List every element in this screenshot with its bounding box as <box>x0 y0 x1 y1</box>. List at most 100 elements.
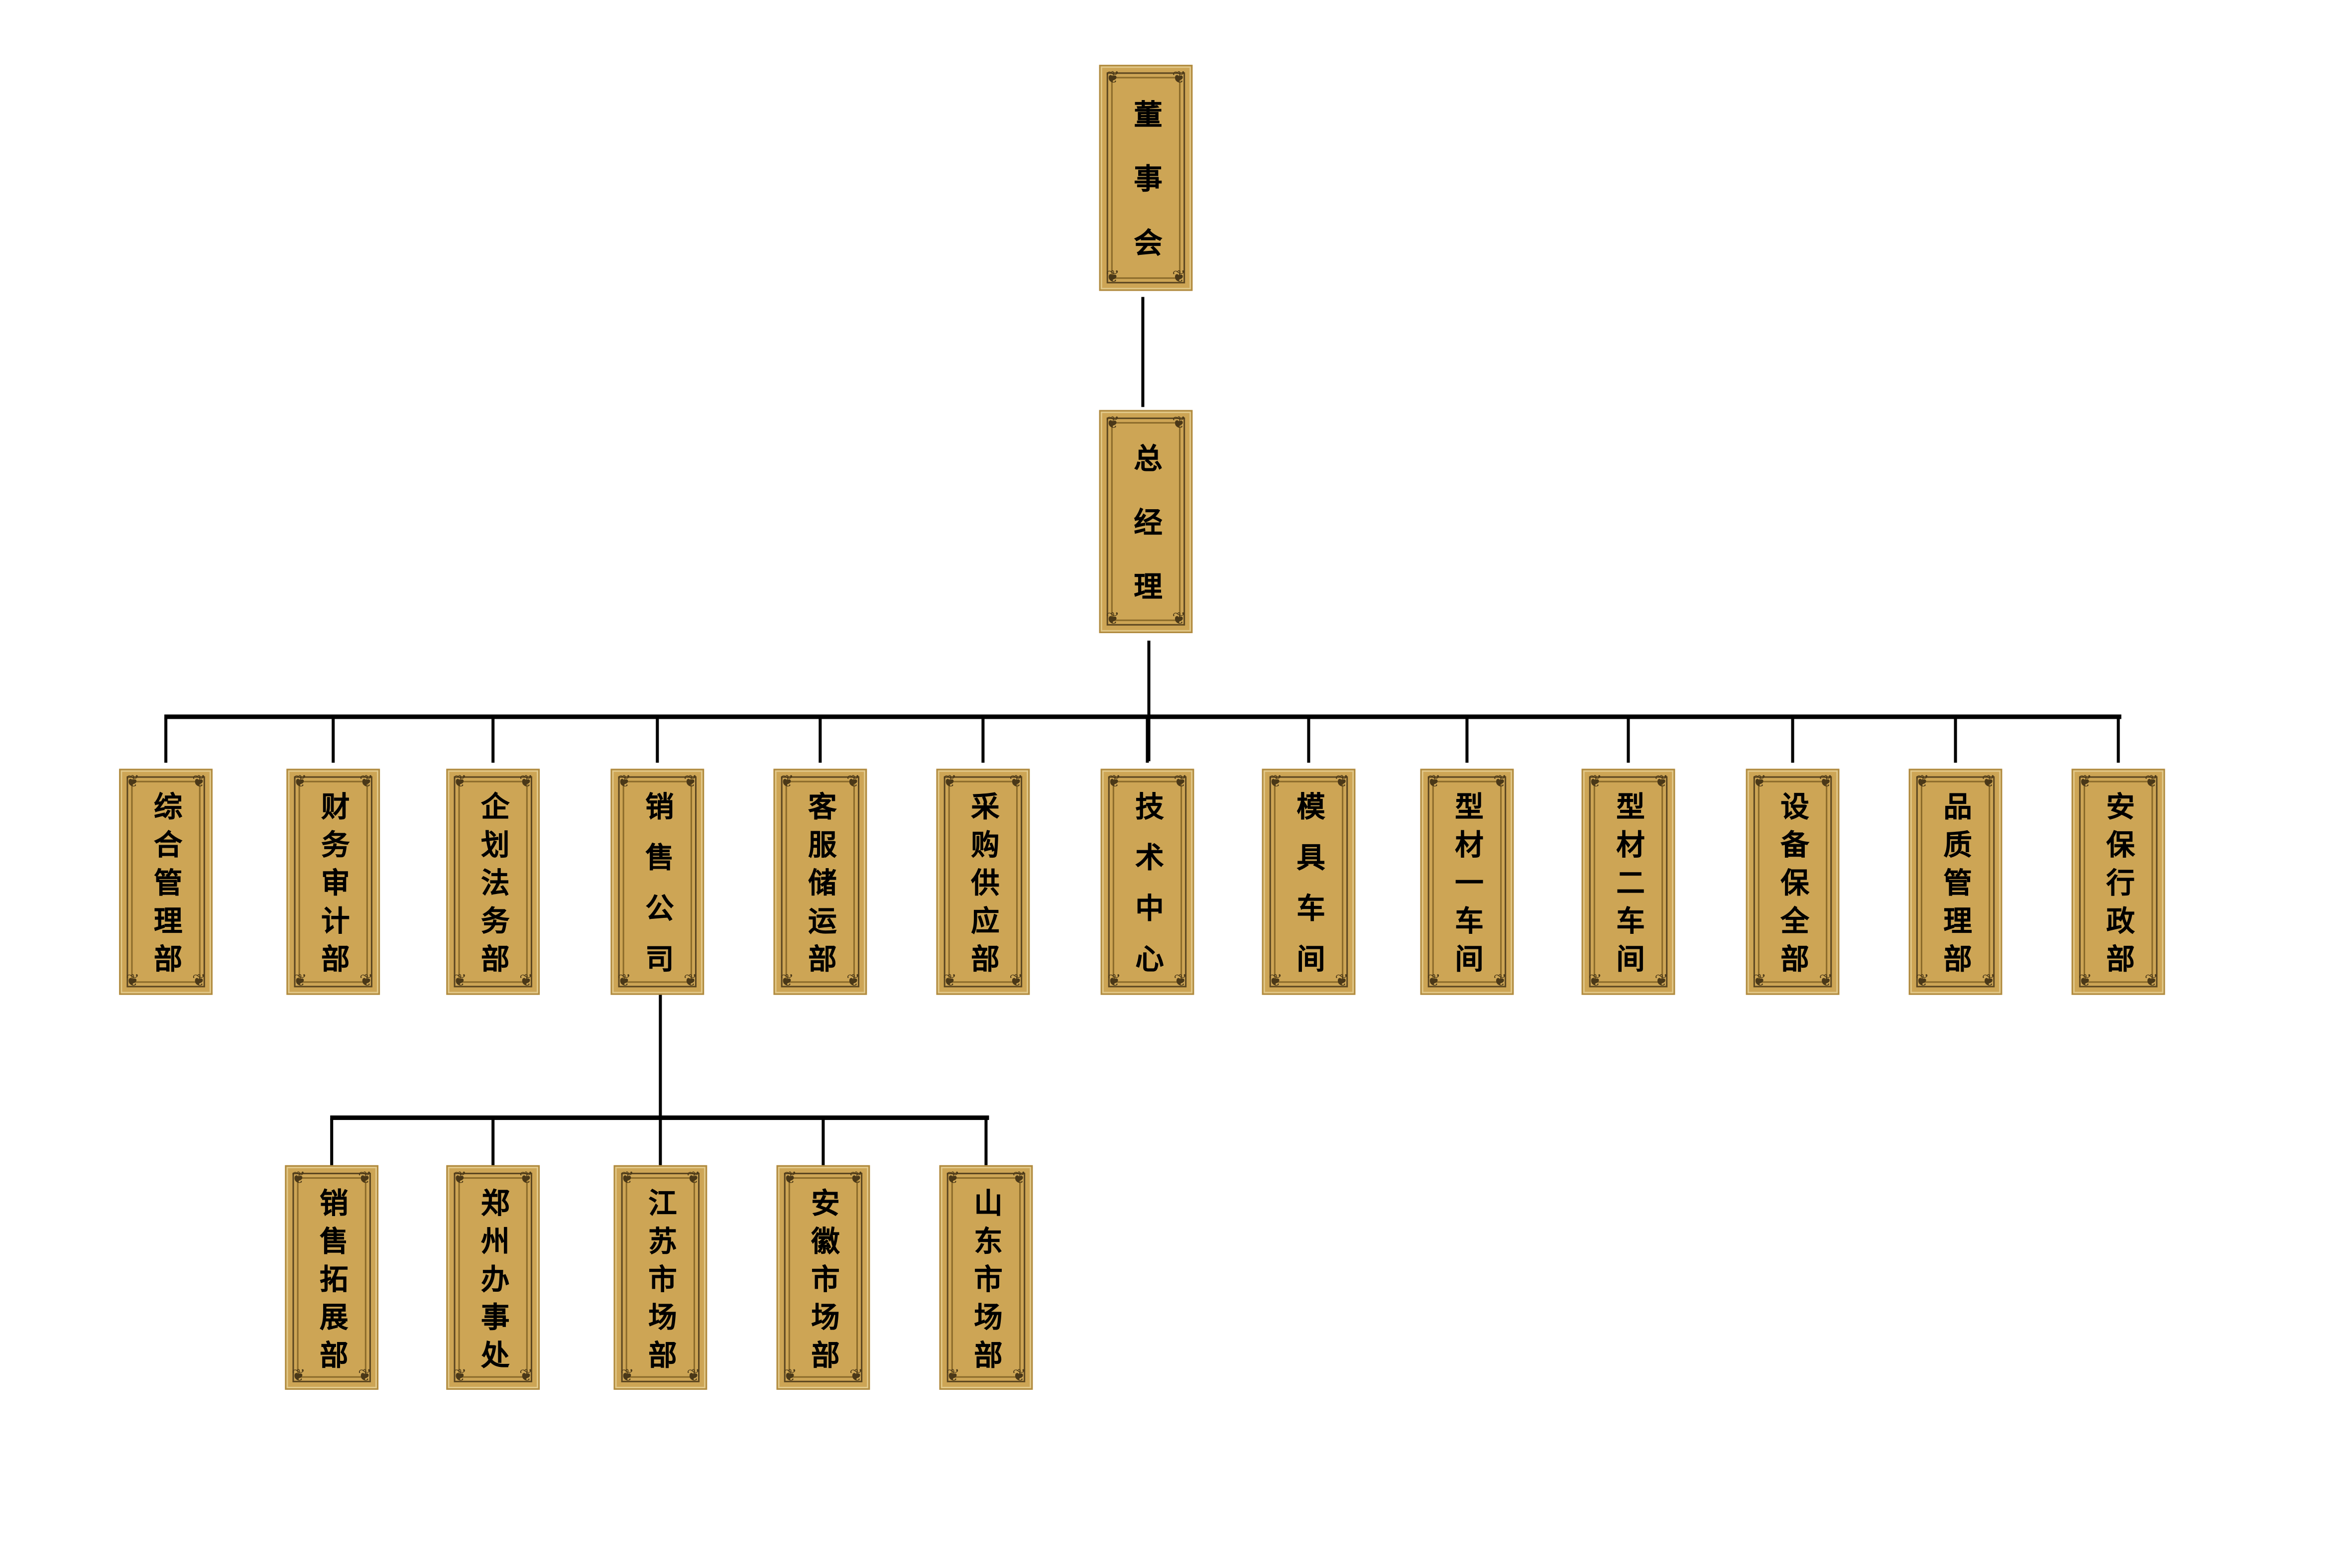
corner-ornament-icon: ❦ <box>780 972 794 991</box>
corner-ornament-icon: ❦ <box>519 1169 533 1188</box>
node-department: ❦❦❦❦采购供应部 <box>936 769 1030 995</box>
corner-ornament-icon: ❦ <box>2078 773 2092 791</box>
node-general-manager: ❦❦❦❦总经理 <box>1099 410 1193 636</box>
corner-ornament-icon: ❦ <box>783 1367 797 1385</box>
corner-ornament-icon: ❦ <box>1588 972 1602 991</box>
corner-ornament-icon: ❦ <box>942 773 957 791</box>
corner-ornament-icon: ❦ <box>1009 773 1023 791</box>
corner-ornament-icon: ❦ <box>2144 773 2159 791</box>
corner-ornament-icon: ❦ <box>1915 773 1929 791</box>
node-label: 财务审计部 <box>316 791 350 982</box>
node-label: 江苏市场部 <box>644 1187 677 1378</box>
node-label: 模具车间 <box>1292 791 1325 995</box>
corner-ornament-icon: ❦ <box>291 1169 306 1188</box>
corner-ornament-icon: ❦ <box>1172 610 1186 629</box>
node-department: ❦❦❦❦综合管理部 <box>119 769 213 995</box>
corner-ornament-icon: ❦ <box>1105 414 1120 433</box>
corner-ornament-icon: ❦ <box>1654 773 1669 791</box>
node-label-area: 销售拓展部 <box>286 1167 377 1388</box>
node-sales-unit: ❦❦❦❦山东市场部 <box>939 1165 1033 1390</box>
corner-ornament-icon: ❦ <box>293 773 307 791</box>
node-label: 设备保全部 <box>1776 791 1809 982</box>
corner-ornament-icon: ❦ <box>683 773 698 791</box>
corner-ornament-icon: ❦ <box>291 1367 306 1385</box>
corner-ornament-icon: ❦ <box>125 773 140 791</box>
corner-ornament-icon: ❦ <box>1107 972 1121 991</box>
corner-ornament-icon: ❦ <box>1268 773 1283 791</box>
node-label-area: 采购供应部 <box>938 770 1029 993</box>
corner-ornament-icon: ❦ <box>357 1169 372 1188</box>
corner-ornament-icon: ❦ <box>1172 414 1186 433</box>
connector-sales-drop <box>984 1118 988 1165</box>
corner-ornament-icon: ❦ <box>453 773 467 791</box>
node-label: 销售公司 <box>640 791 674 995</box>
connector-sales-bar <box>330 1115 989 1120</box>
connector-department-bar <box>164 714 2121 719</box>
node-label-area: 山东市场部 <box>941 1167 1032 1388</box>
node-label-area: 郑州办事处 <box>448 1167 538 1388</box>
corner-ornament-icon: ❦ <box>846 773 860 791</box>
corner-ornament-icon: ❦ <box>1012 1169 1027 1188</box>
corner-ornament-icon: ❦ <box>359 773 373 791</box>
node-label: 董事会 <box>1129 99 1163 292</box>
corner-ornament-icon: ❦ <box>617 972 631 991</box>
node-department: ❦ ❦ ❦ ❦ 销售公司 <box>610 769 705 995</box>
connector-department-drop <box>656 717 659 763</box>
corner-ornament-icon: ❦ <box>1174 773 1188 791</box>
corner-ornament-icon: ❦ <box>519 773 533 791</box>
node-label: 郑州办事处 <box>476 1187 510 1378</box>
corner-ornament-icon: ❦ <box>617 773 631 791</box>
corner-ornament-icon: ❦ <box>1819 773 1833 791</box>
corner-ornament-icon: ❦ <box>1819 972 1833 991</box>
corner-ornament-icon: ❦ <box>783 1169 797 1188</box>
connector-department-drop <box>1307 717 1310 763</box>
connector-department-drop <box>1954 717 1957 763</box>
corner-ornament-icon: ❦ <box>620 1169 634 1188</box>
corner-ornament-icon: ❦ <box>1012 1367 1027 1385</box>
corner-ornament-icon: ❦ <box>125 972 140 991</box>
corner-ornament-icon: ❦ <box>942 972 957 991</box>
node-department: ❦ ❦ ❦ ❦ 品质管理部 <box>1908 769 2002 995</box>
node-label-area: 型材一车间 <box>1422 770 1513 993</box>
corner-ornament-icon: ❦ <box>2078 972 2092 991</box>
corner-ornament-icon: ❦ <box>1335 773 1349 791</box>
corner-ornament-icon: ❦ <box>453 1169 467 1188</box>
node-sales-unit: ❦❦❦❦安徽市场部 <box>776 1165 870 1390</box>
node-label: 品质管理部 <box>1939 791 1972 982</box>
corner-ornament-icon: ❦ <box>846 972 860 991</box>
node-label-area: 安徽市场部 <box>778 1167 869 1388</box>
node-label-area: 安保行政部 <box>2073 770 2164 993</box>
node-label: 安徽市场部 <box>807 1187 840 1378</box>
node-department: ❦❦❦❦技术中心 <box>1100 769 1194 995</box>
node-label: 客服储运部 <box>804 791 837 982</box>
corner-ornament-icon: ❦ <box>1982 972 1996 991</box>
corner-ornament-icon: ❦ <box>293 972 307 991</box>
corner-ornament-icon: ❦ <box>192 972 206 991</box>
node-board: ❦❦❦❦董事会 <box>1099 65 1193 292</box>
node-label: 总经理 <box>1129 443 1163 636</box>
connector-department-drop <box>1791 717 1794 763</box>
corner-ornament-icon: ❦ <box>519 972 533 991</box>
connector-sales-trunk <box>659 995 662 1119</box>
corner-ornament-icon: ❦ <box>1105 69 1120 88</box>
corner-ornament-icon: ❦ <box>687 1367 701 1385</box>
node-label: 采购供应部 <box>966 791 1000 982</box>
node-label: 安保行政部 <box>2102 791 2135 982</box>
corner-ornament-icon: ❦ <box>453 1367 467 1385</box>
connector-department-drop <box>819 717 822 763</box>
corner-ornament-icon: ❦ <box>1982 773 1996 791</box>
corner-ornament-icon: ❦ <box>1915 972 1929 991</box>
connector-sales-drop <box>330 1118 334 1165</box>
connector-sales-drop <box>491 1118 495 1165</box>
connector-sales-drop <box>659 1118 662 1165</box>
connector-department-drop <box>164 717 168 763</box>
node-department: ❦❦❦❦模具车间 <box>1262 769 1356 995</box>
node-department: ❦❦❦❦设备保全部 <box>1746 769 1840 995</box>
node-department: ❦❦❦❦客服储运部 <box>773 769 867 995</box>
corner-ornament-icon: ❦ <box>849 1169 863 1188</box>
node-department: ❦❦❦❦型材一车间 <box>1420 769 1514 995</box>
node-sales-unit: ❦❦❦❦销售拓展部 <box>285 1165 379 1390</box>
corner-ornament-icon: ❦ <box>1588 773 1602 791</box>
corner-ornament-icon: ❦ <box>192 773 206 791</box>
corner-ornament-icon: ❦ <box>683 972 698 991</box>
